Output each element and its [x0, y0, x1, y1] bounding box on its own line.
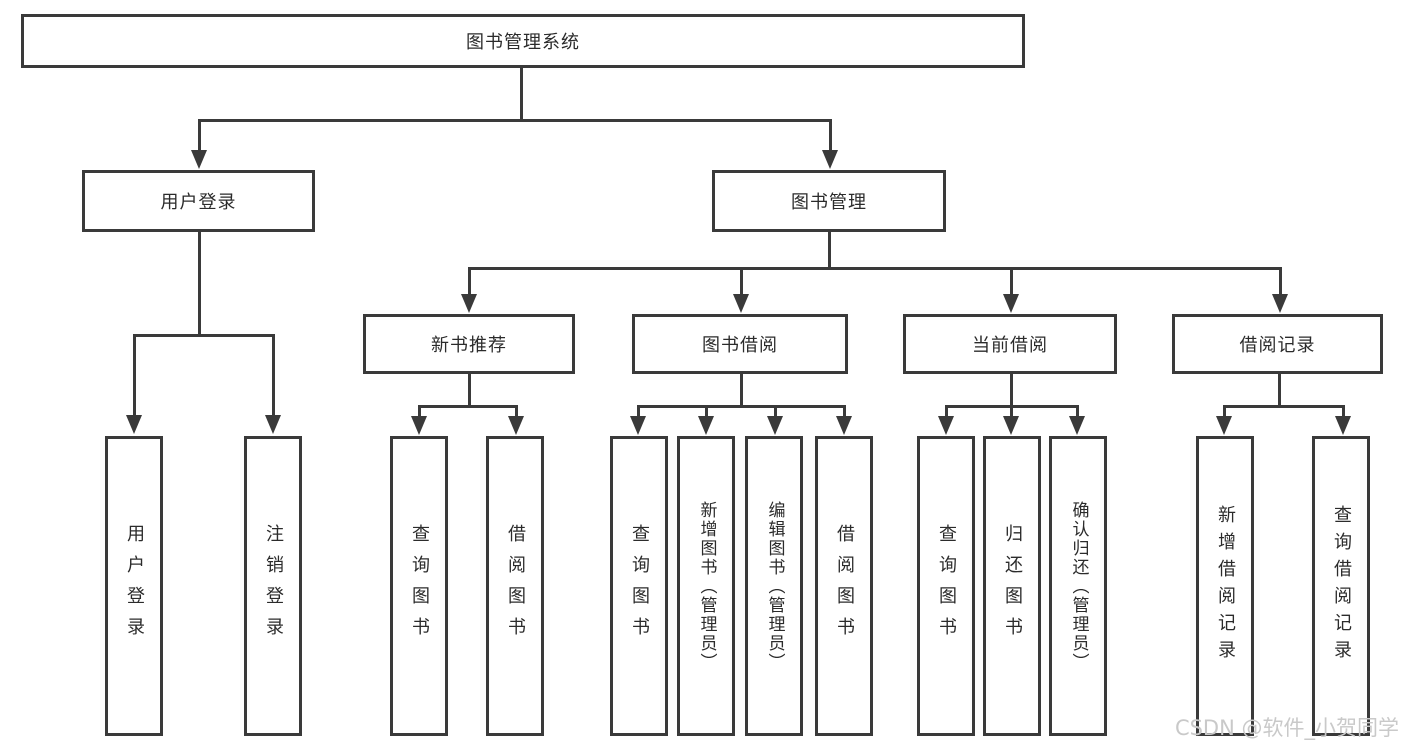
leaf-label: 编辑图书（管理员）	[764, 500, 785, 672]
connector-line	[1223, 405, 1226, 417]
connector-line	[705, 405, 708, 417]
connector-arrow	[1003, 294, 1019, 313]
leaf-add-borrow-record: 新增借阅记录	[1196, 436, 1254, 736]
leaf-borrow-books-recommend: 借阅图书	[486, 436, 544, 736]
connector-line	[637, 405, 846, 408]
leaf-label: 借阅图书	[505, 524, 526, 648]
leaf-query-books-current: 查询图书	[917, 436, 975, 736]
connector-line	[843, 405, 846, 417]
connector-line	[1010, 405, 1013, 417]
connector-line	[520, 68, 523, 121]
connector-arrow	[1003, 416, 1019, 435]
connector-arrow	[508, 416, 524, 435]
node-book-management: 图书管理	[712, 170, 946, 232]
connector-line	[133, 334, 136, 416]
connector-line	[774, 405, 777, 417]
leaf-label: 新增图书（管理员）	[696, 500, 717, 672]
connector-line	[1342, 405, 1345, 417]
connector-line	[1223, 405, 1345, 408]
connector-arrow	[1069, 416, 1085, 435]
leaf-label: 查询借阅记录	[1331, 505, 1352, 667]
leaf-return-books: 归还图书	[983, 436, 1041, 736]
connector-arrow	[733, 294, 749, 313]
connector-arrow	[126, 415, 142, 434]
connector-line	[740, 374, 743, 408]
node-book-management-system: 图书管理系统	[21, 14, 1025, 68]
node-label: 当前借阅	[972, 335, 1048, 356]
node-new-book-recommendation: 新书推荐	[363, 314, 575, 374]
node-label: 借阅记录	[1239, 335, 1316, 356]
connector-arrow	[836, 416, 852, 435]
node-label: 用户登录	[160, 192, 237, 213]
connector-line	[828, 232, 831, 270]
connector-line	[468, 267, 1282, 270]
connector-line	[133, 334, 275, 337]
connector-line	[468, 374, 471, 408]
node-label: 图书借阅	[702, 335, 778, 356]
connector-line	[740, 267, 743, 295]
connector-arrow	[938, 416, 954, 435]
leaf-logout: 注销登录	[244, 436, 302, 736]
leaf-edit-book-admin: 编辑图书（管理员）	[745, 436, 803, 736]
connector-line	[198, 232, 201, 337]
connector-line	[1278, 374, 1281, 408]
leaf-label: 查询图书	[409, 524, 430, 648]
connector-arrow	[698, 416, 714, 435]
connector-arrow	[1216, 416, 1232, 435]
connector-line	[272, 334, 275, 416]
leaf-label: 借阅图书	[834, 524, 855, 648]
node-label: 图书管理系统	[466, 32, 580, 53]
connector-line	[1010, 267, 1013, 295]
leaf-label: 确认归还（管理员）	[1068, 500, 1089, 672]
leaf-label: 查询图书	[629, 524, 650, 648]
leaf-query-books-recommend: 查询图书	[390, 436, 448, 736]
node-borrowing-records: 借阅记录	[1172, 314, 1383, 374]
connector-line	[198, 119, 201, 151]
node-label: 图书管理	[791, 192, 867, 213]
leaf-confirm-return-admin: 确认归还（管理员）	[1049, 436, 1107, 736]
node-book-borrowing: 图书借阅	[632, 314, 848, 374]
connector-arrow	[630, 416, 646, 435]
leaf-query-books-borrowing: 查询图书	[610, 436, 668, 736]
connector-arrow	[411, 416, 427, 435]
connector-arrow	[191, 150, 207, 169]
watermark: CSDN @软件_小贺同学	[1174, 716, 1399, 740]
connector-line	[1279, 267, 1282, 295]
connector-line	[945, 405, 948, 417]
connector-line	[515, 405, 518, 417]
connector-arrow	[767, 416, 783, 435]
leaf-label: 归还图书	[1002, 524, 1023, 648]
connector-arrow	[1335, 416, 1351, 435]
connector-line	[468, 267, 471, 295]
leaf-user-login: 用户登录	[105, 436, 163, 736]
connector-line	[637, 405, 640, 417]
connector-line	[829, 119, 832, 151]
connector-arrow	[461, 294, 477, 313]
leaf-label: 注销登录	[263, 524, 284, 648]
leaf-label: 新增借阅记录	[1215, 505, 1236, 667]
connector-line	[418, 405, 518, 408]
connector-line	[1076, 405, 1079, 417]
leaf-query-borrow-record: 查询借阅记录	[1312, 436, 1370, 736]
leaf-add-book-admin: 新增图书（管理员）	[677, 436, 735, 736]
node-user-login: 用户登录	[82, 170, 315, 232]
leaf-label: 用户登录	[124, 524, 145, 648]
node-label: 新书推荐	[431, 335, 507, 356]
connector-arrow	[822, 150, 838, 169]
connector-arrow	[1272, 294, 1288, 313]
connector-line	[418, 405, 421, 417]
node-current-borrowing: 当前借阅	[903, 314, 1117, 374]
leaf-borrow-books-borrowing: 借阅图书	[815, 436, 873, 736]
connector-line	[1010, 374, 1013, 408]
connector-arrow	[265, 415, 281, 434]
leaf-label: 查询图书	[936, 524, 957, 648]
connector-line	[198, 119, 832, 122]
